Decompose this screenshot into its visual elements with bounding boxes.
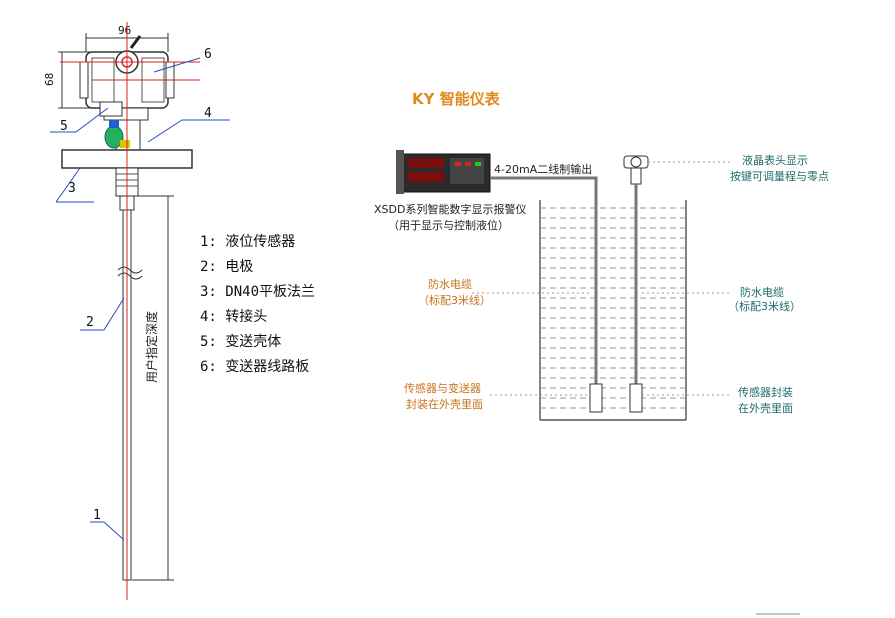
sensor-right-sub: 在外壳里面 [738, 401, 793, 415]
cable-left [490, 176, 598, 390]
sensor-left-sub: 封装在外壳里面 [406, 397, 483, 411]
brand-title: KY 智能仪表 [412, 90, 501, 108]
sensor-left-label: 传感器与变送器 [404, 381, 481, 395]
tank [539, 200, 687, 421]
legend-item: 2: 电极 [200, 259, 253, 275]
legend-item: 3: DN40平板法兰 [200, 284, 315, 300]
legend-item: 6: 变送器线路板 [200, 359, 309, 375]
display-sub-label: 按键可调量程与零点 [730, 169, 829, 183]
controller-device [396, 150, 491, 194]
cable-left-label: 防水电缆 [428, 277, 472, 291]
callout-6: 6 [204, 47, 212, 62]
callout-4: 4 [204, 106, 212, 121]
transmitter-drawing: 96 68 [43, 22, 230, 600]
callout-2: 2 [86, 315, 94, 330]
dim-width-label: 96 [118, 24, 131, 37]
cable-left-sub: （标配3米线） [418, 293, 491, 307]
sensor-probe-left [589, 383, 603, 413]
cable-right-label: 防水电缆 [740, 285, 784, 299]
display-head-icon [623, 155, 649, 185]
display-label: 液晶表头显示 [742, 153, 808, 167]
sensor-probe-right [629, 383, 643, 413]
legend-item: 1: 液位传感器 [200, 233, 295, 250]
depth-label: 用户指定深度 [144, 311, 159, 383]
parts-legend: 1: 液位传感器 2: 电极 3: DN40平板法兰 4: 转接头 5: 变送壳… [200, 233, 315, 375]
output-label: 4-20mA二线制输出 [494, 162, 592, 176]
callout-5: 5 [60, 119, 68, 134]
legend-item: 5: 变送壳体 [200, 333, 281, 350]
legend-item: 4: 转接头 [200, 308, 267, 325]
cable-right-sub: （标配3米线） [728, 299, 801, 313]
sensor-right-label: 传感器封装 [738, 385, 793, 399]
controller-name: XSDD系列智能数字显示报警仪 [374, 202, 526, 216]
dim-height-label: 68 [43, 73, 56, 86]
liquid-lines [540, 207, 686, 409]
controller-sub: （用于显示与控制液位） [388, 218, 509, 232]
callout-1: 1 [93, 508, 101, 523]
callout-3: 3 [68, 181, 76, 196]
